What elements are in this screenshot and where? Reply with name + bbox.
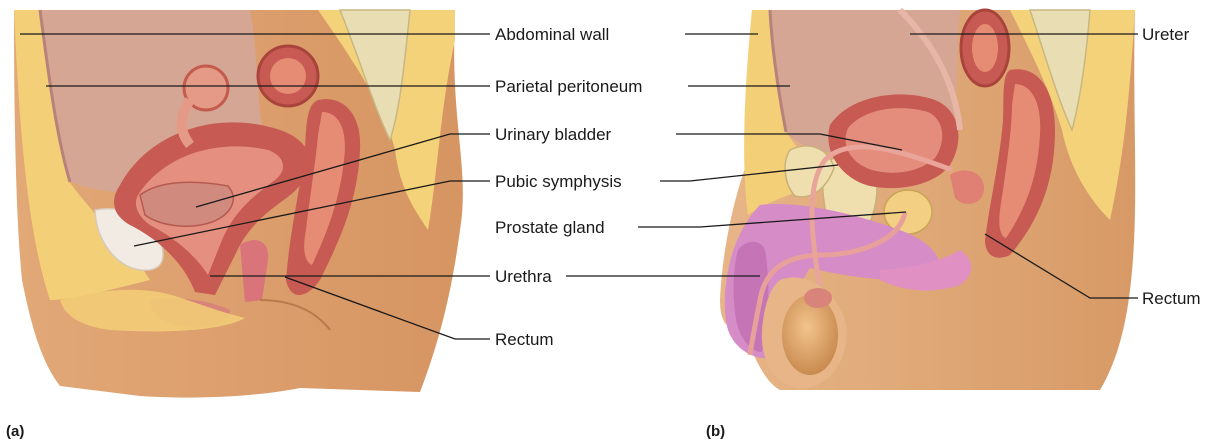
label-urethra: Urethra <box>495 267 552 286</box>
label-prostate-gland: Prostate gland <box>495 218 605 237</box>
label-parietal-peritoneum: Parietal peritoneum <box>495 77 642 96</box>
epididymis-b <box>804 288 832 308</box>
label-rectum-center: Rectum <box>495 330 554 349</box>
label-abdominal-wall: Abdominal wall <box>495 25 609 44</box>
female-pelvis-illustration <box>14 10 463 398</box>
label-urinary-bladder: Urinary bladder <box>495 125 612 144</box>
label-rectum-right: Rectum <box>1142 289 1201 308</box>
male-pelvis-illustration <box>720 10 1135 390</box>
colon-loop-inner-a <box>270 58 306 94</box>
panel-label-a: (a) <box>6 423 24 440</box>
colon-loop-inner-b <box>972 24 998 72</box>
label-ureter: Ureter <box>1142 25 1190 44</box>
label-pubic-symphysis: Pubic symphysis <box>495 172 622 191</box>
panel-label-b: (b) <box>706 423 725 440</box>
testis-b <box>782 295 838 375</box>
